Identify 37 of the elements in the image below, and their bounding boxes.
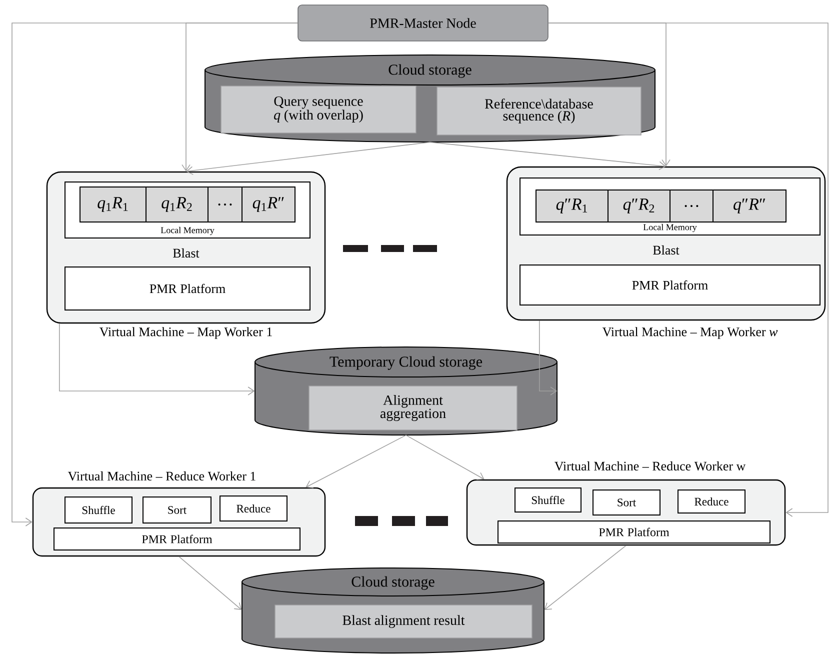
storage-item-box: Blast alignment result [274,604,532,638]
node-label: Virtual Machine – Reduce Worker w [554,461,746,471]
memory-cell: q″R$_{2}$ [608,190,670,222]
memory-cell: q$_{1}$R″ [242,186,296,222]
node-label: Virtual Machine – Reduce Worker 1 [68,471,256,481]
platform-box: PMR Platform [498,520,770,544]
node-label: Virtual Machine – Map Worker 1 [100,327,272,339]
pmr-master-box: PMR-Master Node [298,4,548,42]
arrow [430,142,666,170]
task-box: Shuffle [64,496,132,524]
node-label: Virtual Machine – Map Worker w [602,327,778,339]
arrow [544,545,626,610]
platform-box: PMR Platform [54,528,300,550]
task-box: Shuffle [514,488,582,512]
storage-item-box: Query sequence q (with overlap) [220,86,416,134]
arrow [186,142,430,175]
arrow [548,22,828,517]
task-box: Sort [142,496,212,524]
task-box: Sort [592,490,660,516]
arrow [178,556,242,610]
arrow [59,323,255,396]
arrow [406,434,484,480]
memory-cell: q$_{1}$R$_{1}$ [80,186,146,222]
memory-cell: q″R″ [712,190,786,222]
storage-item-box: Reference\database sequence (R) [436,86,642,136]
task-box: Reduce [220,496,288,522]
platform-box: PMR Platform [520,264,820,306]
platform-box: PMR Platform [64,266,310,310]
arrow [539,320,558,396]
storage-item-box: Alignment aggregation [308,386,518,430]
task-box: Reduce [678,490,746,514]
arrow [12,22,298,526]
memory-cell: … [208,186,242,222]
memory-cell: q$_{1}$R$_{2}$ [146,186,208,222]
memory-cell: … [670,190,714,222]
arrow [306,434,406,488]
memory-cell: q″R$_{1}$ [536,190,608,222]
